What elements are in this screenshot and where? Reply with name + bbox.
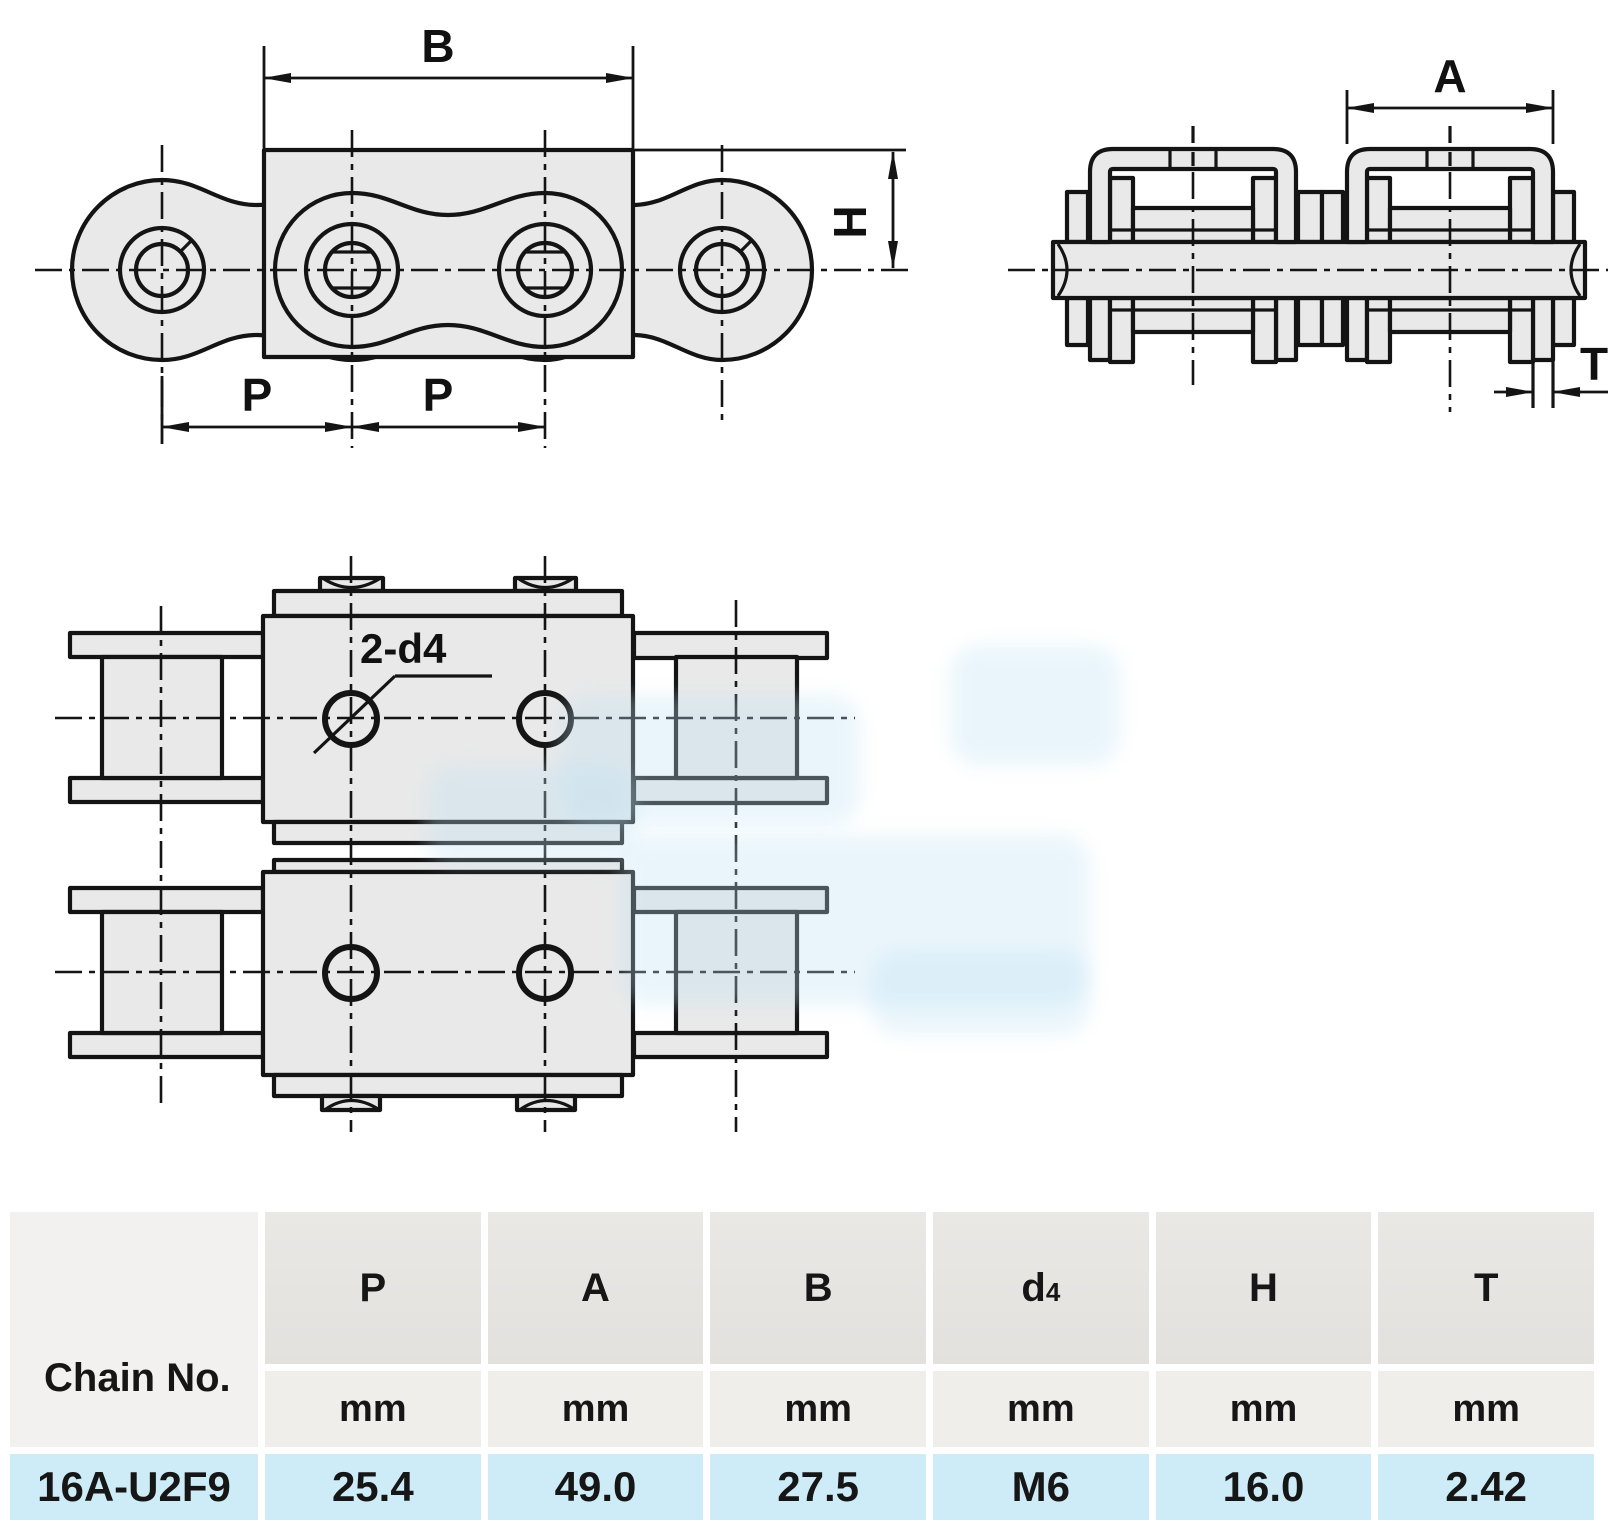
side-view-drawing: B H P P [35,20,908,448]
table-unit-cell: mm [487,1371,704,1447]
attachment-hole [516,690,574,748]
watermark-patch [425,765,635,865]
front-view-drawing: A T [1008,50,1608,412]
table-unit-cell: mm [710,1371,926,1447]
table-cell-b: 27.5 [710,1454,926,1520]
watermark-patch [870,950,1090,1035]
dim-label-a: A [1433,50,1466,102]
dim-label-p: P [423,369,454,421]
table-cell-p: 25.4 [265,1454,481,1520]
attachment-plate-plan [260,869,636,1078]
dim-label-h: H [824,205,876,238]
table-cell-chain-no: 16A-U2F9 [10,1454,258,1520]
table-header-t: T [1378,1212,1594,1364]
centerline [159,600,738,1132]
attachment-hole [322,690,380,748]
table-unit-cell: mm [265,1371,481,1447]
centerline [350,130,547,448]
attachment-hole [322,944,380,1002]
u-attachment-bracket [1344,146,1556,245]
table-unit-cell: mm [1155,1371,1372,1447]
dim-label-b: B [421,20,454,72]
table-header-b: B [710,1212,926,1364]
holes-label: 2-d4 [360,625,447,672]
dim-label-p: P [242,369,273,421]
watermark-patch [950,645,1120,765]
centerline [1191,172,1452,412]
attachment-hole [516,944,574,1002]
table-cell-h: 16.0 [1155,1454,1372,1520]
centerline [349,556,547,1132]
table-header-a: A [487,1212,704,1364]
pin-shaft [1050,239,1588,301]
centerline [55,716,855,974]
technical-drawings: B H P P [35,20,1608,1132]
table-header-chain-no: Chain No. [10,1212,258,1447]
table-unit-cell: mm [933,1371,1149,1447]
plan-view-drawing: 2-d4 [55,556,855,1132]
table-header-p: P [265,1212,481,1364]
table-unit-cell: mm [1378,1371,1594,1447]
u-attachment-bracket [1087,146,1299,245]
watermark-patch [560,695,860,825]
table-header-h: H [1155,1212,1372,1364]
table-cell-d4: M6 [933,1454,1149,1520]
table-cell-t: 2.42 [1378,1454,1594,1520]
table-cell-a: 49.0 [487,1454,704,1520]
watermark-patch [620,835,1090,1005]
dim-label-t: T [1580,338,1608,390]
